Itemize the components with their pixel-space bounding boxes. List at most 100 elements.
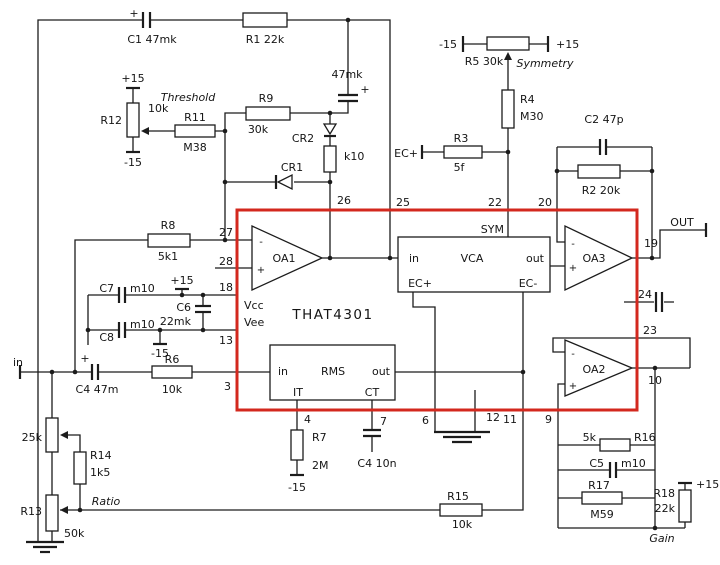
vca-in-label: in	[409, 252, 419, 265]
input-label: in	[13, 356, 23, 369]
label-r16-value: 5k	[583, 431, 597, 444]
label-25k: 25k	[22, 431, 43, 444]
resistor-r16	[599, 438, 631, 452]
minus15-label: -15	[151, 347, 169, 360]
ct-label: CT	[365, 386, 380, 399]
polarity-plus: +	[129, 7, 138, 20]
label-c1: C1 47mk	[127, 33, 177, 46]
pot-r13	[45, 494, 59, 532]
resistor-r18	[678, 489, 692, 523]
capacitor-c6	[195, 304, 211, 314]
pin-19: 19	[644, 237, 658, 250]
pin-6: 6	[422, 414, 429, 427]
junction-dot	[49, 369, 55, 375]
oa2-minus: -	[571, 349, 575, 360]
it-label: IT	[293, 386, 303, 399]
pin-26: 26	[337, 194, 351, 207]
junction-dot	[222, 128, 228, 134]
label-c8-name: C8	[99, 331, 114, 344]
plus15-label: +15	[556, 38, 579, 51]
junction-dot	[222, 237, 228, 243]
pin-27: 27	[219, 226, 233, 239]
wire-run	[37, 19, 391, 542]
plus15-label: +15	[170, 274, 193, 287]
pin-7: 7	[380, 415, 387, 428]
label-r14-name: R14	[90, 449, 112, 462]
oa1-minus: -	[259, 237, 263, 248]
sym-label: SYM	[481, 223, 504, 236]
resistor-r1	[242, 12, 288, 28]
capacitor-c2	[598, 139, 608, 155]
resistor-r7	[290, 429, 304, 461]
capacitor-pin24	[654, 292, 664, 312]
ecplus-external-label: EC+	[394, 147, 418, 160]
label-r13-value: 50k	[64, 527, 85, 540]
label-r4-name: R4	[520, 93, 535, 106]
pin-24: 24	[638, 288, 652, 301]
label-r2: R2 20k	[582, 184, 621, 197]
label-r13-name: R13	[20, 505, 42, 518]
minus15-label: -15	[288, 481, 306, 494]
oa3-plus: +	[569, 263, 577, 274]
pin-23: 23	[643, 324, 657, 337]
vee-label: Vee	[244, 316, 264, 329]
symmetry-label: Symmetry	[516, 57, 574, 70]
label-r15-value: 10k	[452, 518, 473, 531]
junction-dot	[327, 110, 333, 116]
threshold-label: Threshold	[161, 91, 216, 104]
capacitor-47mk	[338, 93, 358, 103]
vcc-label: Vcc	[244, 299, 264, 312]
label-r5: R5 30k	[465, 55, 504, 68]
oa2-label: OA2	[583, 363, 606, 376]
junction-dot	[520, 369, 526, 375]
junction-dot	[387, 255, 393, 261]
capacitor-c4-ct	[363, 428, 381, 438]
ground-symbol	[434, 430, 490, 444]
pin-11: 11	[503, 413, 517, 426]
ecplus-label: EC+	[408, 277, 432, 290]
wire-run	[395, 43, 706, 432]
wiper-arrow-r13	[60, 506, 68, 514]
resistor-r2	[577, 164, 621, 179]
resistor-r6	[151, 365, 193, 379]
label-r9-name: R9	[259, 92, 274, 105]
rms-label: RMS	[321, 365, 345, 378]
diode-triangle	[322, 123, 338, 136]
capacitor-c7	[117, 287, 127, 303]
junction-dot	[649, 168, 655, 174]
resistor-r8	[147, 233, 191, 248]
pin-4: 4	[304, 413, 311, 426]
rms-block	[269, 344, 396, 401]
junction-dot	[85, 327, 91, 333]
ic-outline	[235, 208, 639, 412]
rms-out-label: out	[372, 365, 391, 378]
resistor-r12	[126, 102, 140, 138]
resistor-r14	[73, 451, 87, 485]
output-label: OUT	[670, 216, 694, 229]
label-k10: k10	[344, 150, 364, 163]
wiper-arrow-r5	[504, 52, 512, 60]
label-r17-name: R17	[588, 479, 610, 492]
junction-dot	[222, 179, 228, 185]
label-c5-value: m10	[621, 457, 646, 470]
pot-25k	[45, 417, 59, 453]
label-r18-value: 22k	[655, 502, 676, 515]
label-c4-input: C4 47m	[76, 383, 119, 396]
pin-13: 13	[219, 334, 233, 347]
label-r8-name: R8	[161, 219, 176, 232]
resistor-r3	[443, 145, 483, 159]
label-r18-name: R18	[653, 487, 675, 500]
diode-triangle	[276, 173, 293, 191]
wire-run	[296, 400, 373, 475]
vca-out-label: out	[526, 252, 545, 265]
label-c5-name: C5	[589, 457, 604, 470]
label-r11-value: M38	[183, 141, 207, 154]
resistor-r15	[439, 503, 483, 517]
ecminus-label: EC-	[519, 277, 538, 290]
label-r3-name: R3	[454, 132, 469, 145]
oa3-label: OA3	[583, 252, 606, 265]
capacitor-c8	[117, 322, 127, 338]
plus15-label: +15	[121, 72, 144, 85]
